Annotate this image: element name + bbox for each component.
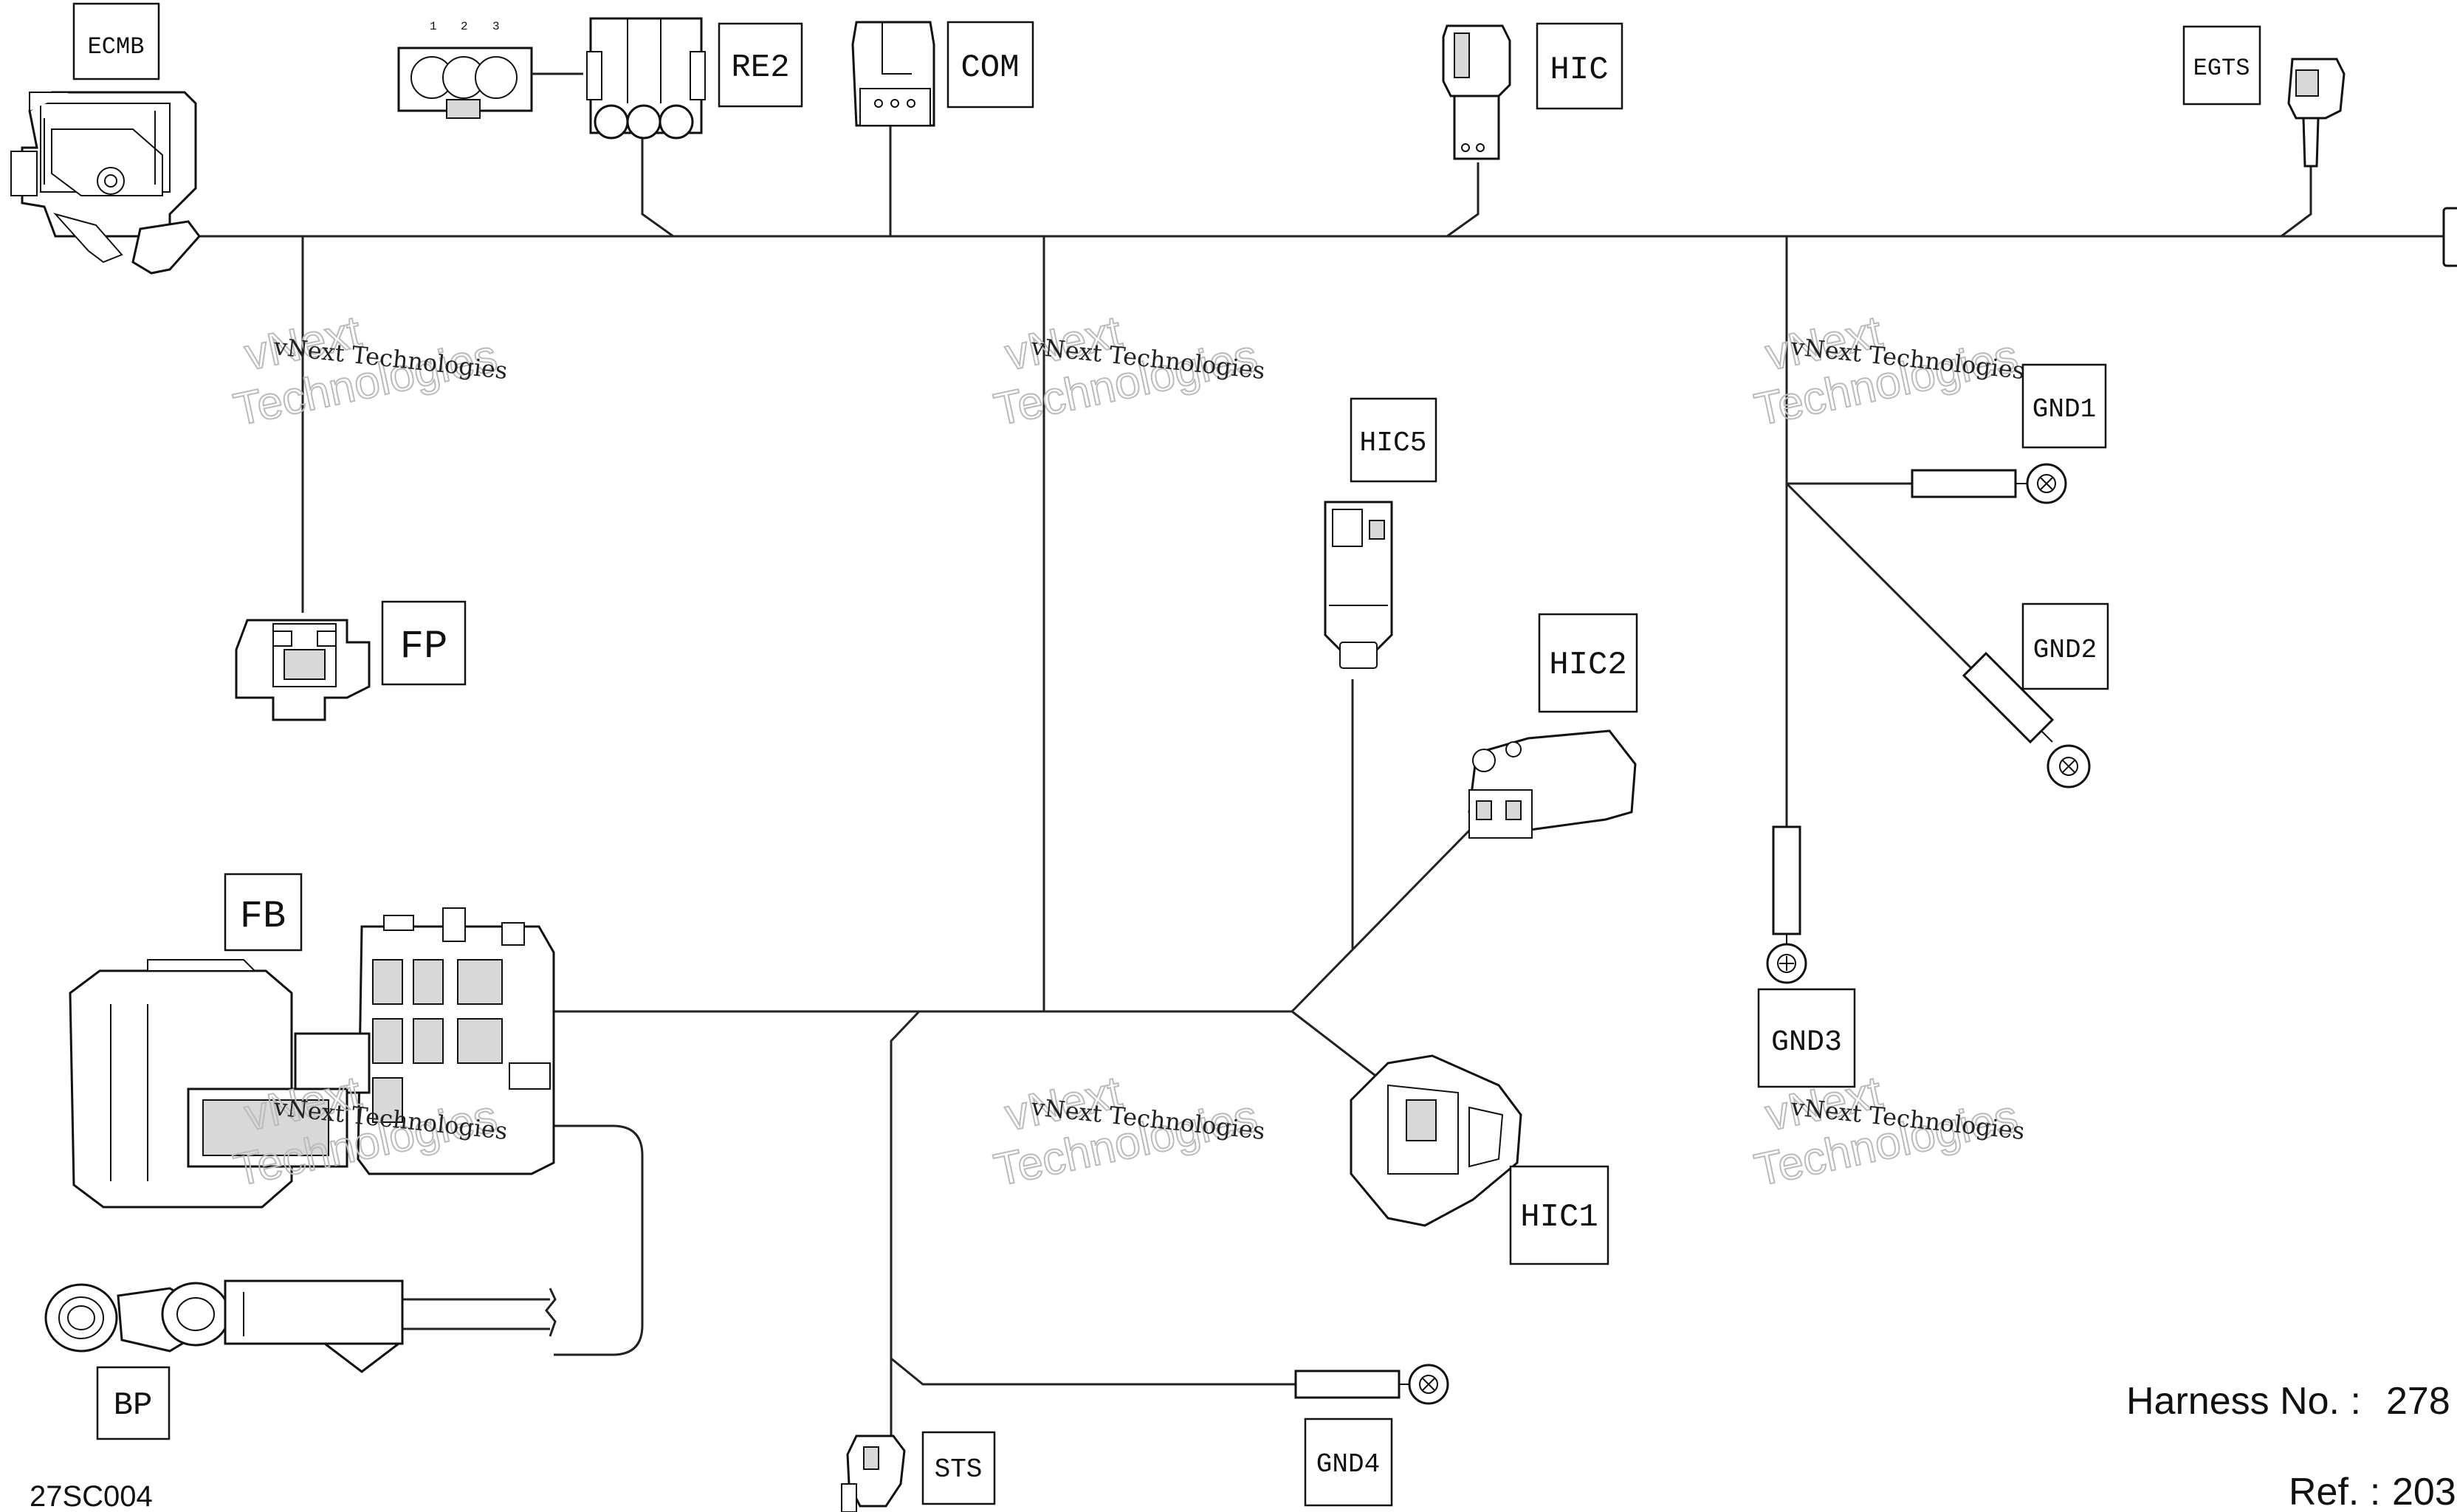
ecmb-connector [10,91,201,275]
svg-text:RE2: RE2 [731,49,789,86]
gnd4-ring-terminal [1294,1364,1449,1405]
label-hic1: HIC1 [1509,1165,1609,1265]
svg-text:HIC: HIC [1550,52,1608,89]
label-re2: RE2 [718,22,803,108]
svg-text:GND3: GND3 [1771,1026,1842,1059]
label-hic5: HIC5 [1350,397,1437,483]
gnd2-ring-terminal [1962,651,2091,788]
ref-value: 203 [2392,1471,2456,1512]
re2-connector: 1 2 3 [397,17,706,140]
label-gnd4: GND4 [1304,1418,1393,1507]
hic5-connector [1324,501,1393,669]
label-bp: BP [96,1366,171,1440]
diagram-code: 27SC004 [30,1480,153,1512]
hic2-connector [1468,729,1637,839]
svg-text:HIC1: HIC1 [1520,1199,1598,1236]
label-hic2: HIC2 [1538,613,1638,713]
svg-text:HIC2: HIC2 [1549,647,1627,684]
svg-text:GND4: GND4 [1316,1449,1380,1480]
label-gnd3: GND3 [1757,988,1856,1088]
label-com: COM [946,21,1034,109]
svg-text:STS: STS [935,1454,983,1485]
harness-number-value: 278 [2386,1380,2450,1423]
harness-wires [148,74,2444,1440]
ref-label: Ref. : [2289,1471,2380,1512]
svg-text:HIC5: HIC5 [1359,427,1426,459]
re2-pin-3: 3 [492,20,500,33]
gnd1-ring-terminal [1911,463,2067,504]
com-connector [851,21,935,127]
label-hic: HIC [1536,22,1623,110]
label-egts: EGTS [2182,25,2261,106]
harness-end-connector [2442,207,2457,267]
svg-text:GND1: GND1 [2032,394,2096,425]
svg-text:FP: FP [400,625,448,670]
label-fp: FP [381,600,467,686]
svg-text:BP: BP [114,1387,153,1424]
label-gnd2: GND2 [2021,602,2109,690]
re2-pin-2: 2 [461,20,468,33]
svg-text:EGTS: EGTS [2193,55,2250,82]
svg-text:GND2: GND2 [2033,635,2097,665]
label-gnd1: GND1 [2021,363,2107,449]
svg-text:ECMB: ECMB [88,33,145,61]
svg-text:FB: FB [240,895,286,938]
fp-connector [235,619,371,721]
sts-sensor [841,1434,906,1512]
re2-pin-1: 1 [430,20,437,33]
gnd3-ring-terminal [1766,825,1807,984]
hic1-connector [1350,1054,1522,1227]
hic-connector [1442,24,1511,160]
label-fb: FB [224,873,303,952]
harness-number-label: Harness No. : [2126,1380,2361,1423]
egts-sensor [2287,58,2346,168]
svg-text:COM: COM [961,49,1019,86]
bp-battery-terminal [44,1279,404,1373]
label-ecmb: ECMB [72,2,160,80]
label-sts: STS [921,1431,996,1505]
fb-fuse-box [69,907,555,1209]
